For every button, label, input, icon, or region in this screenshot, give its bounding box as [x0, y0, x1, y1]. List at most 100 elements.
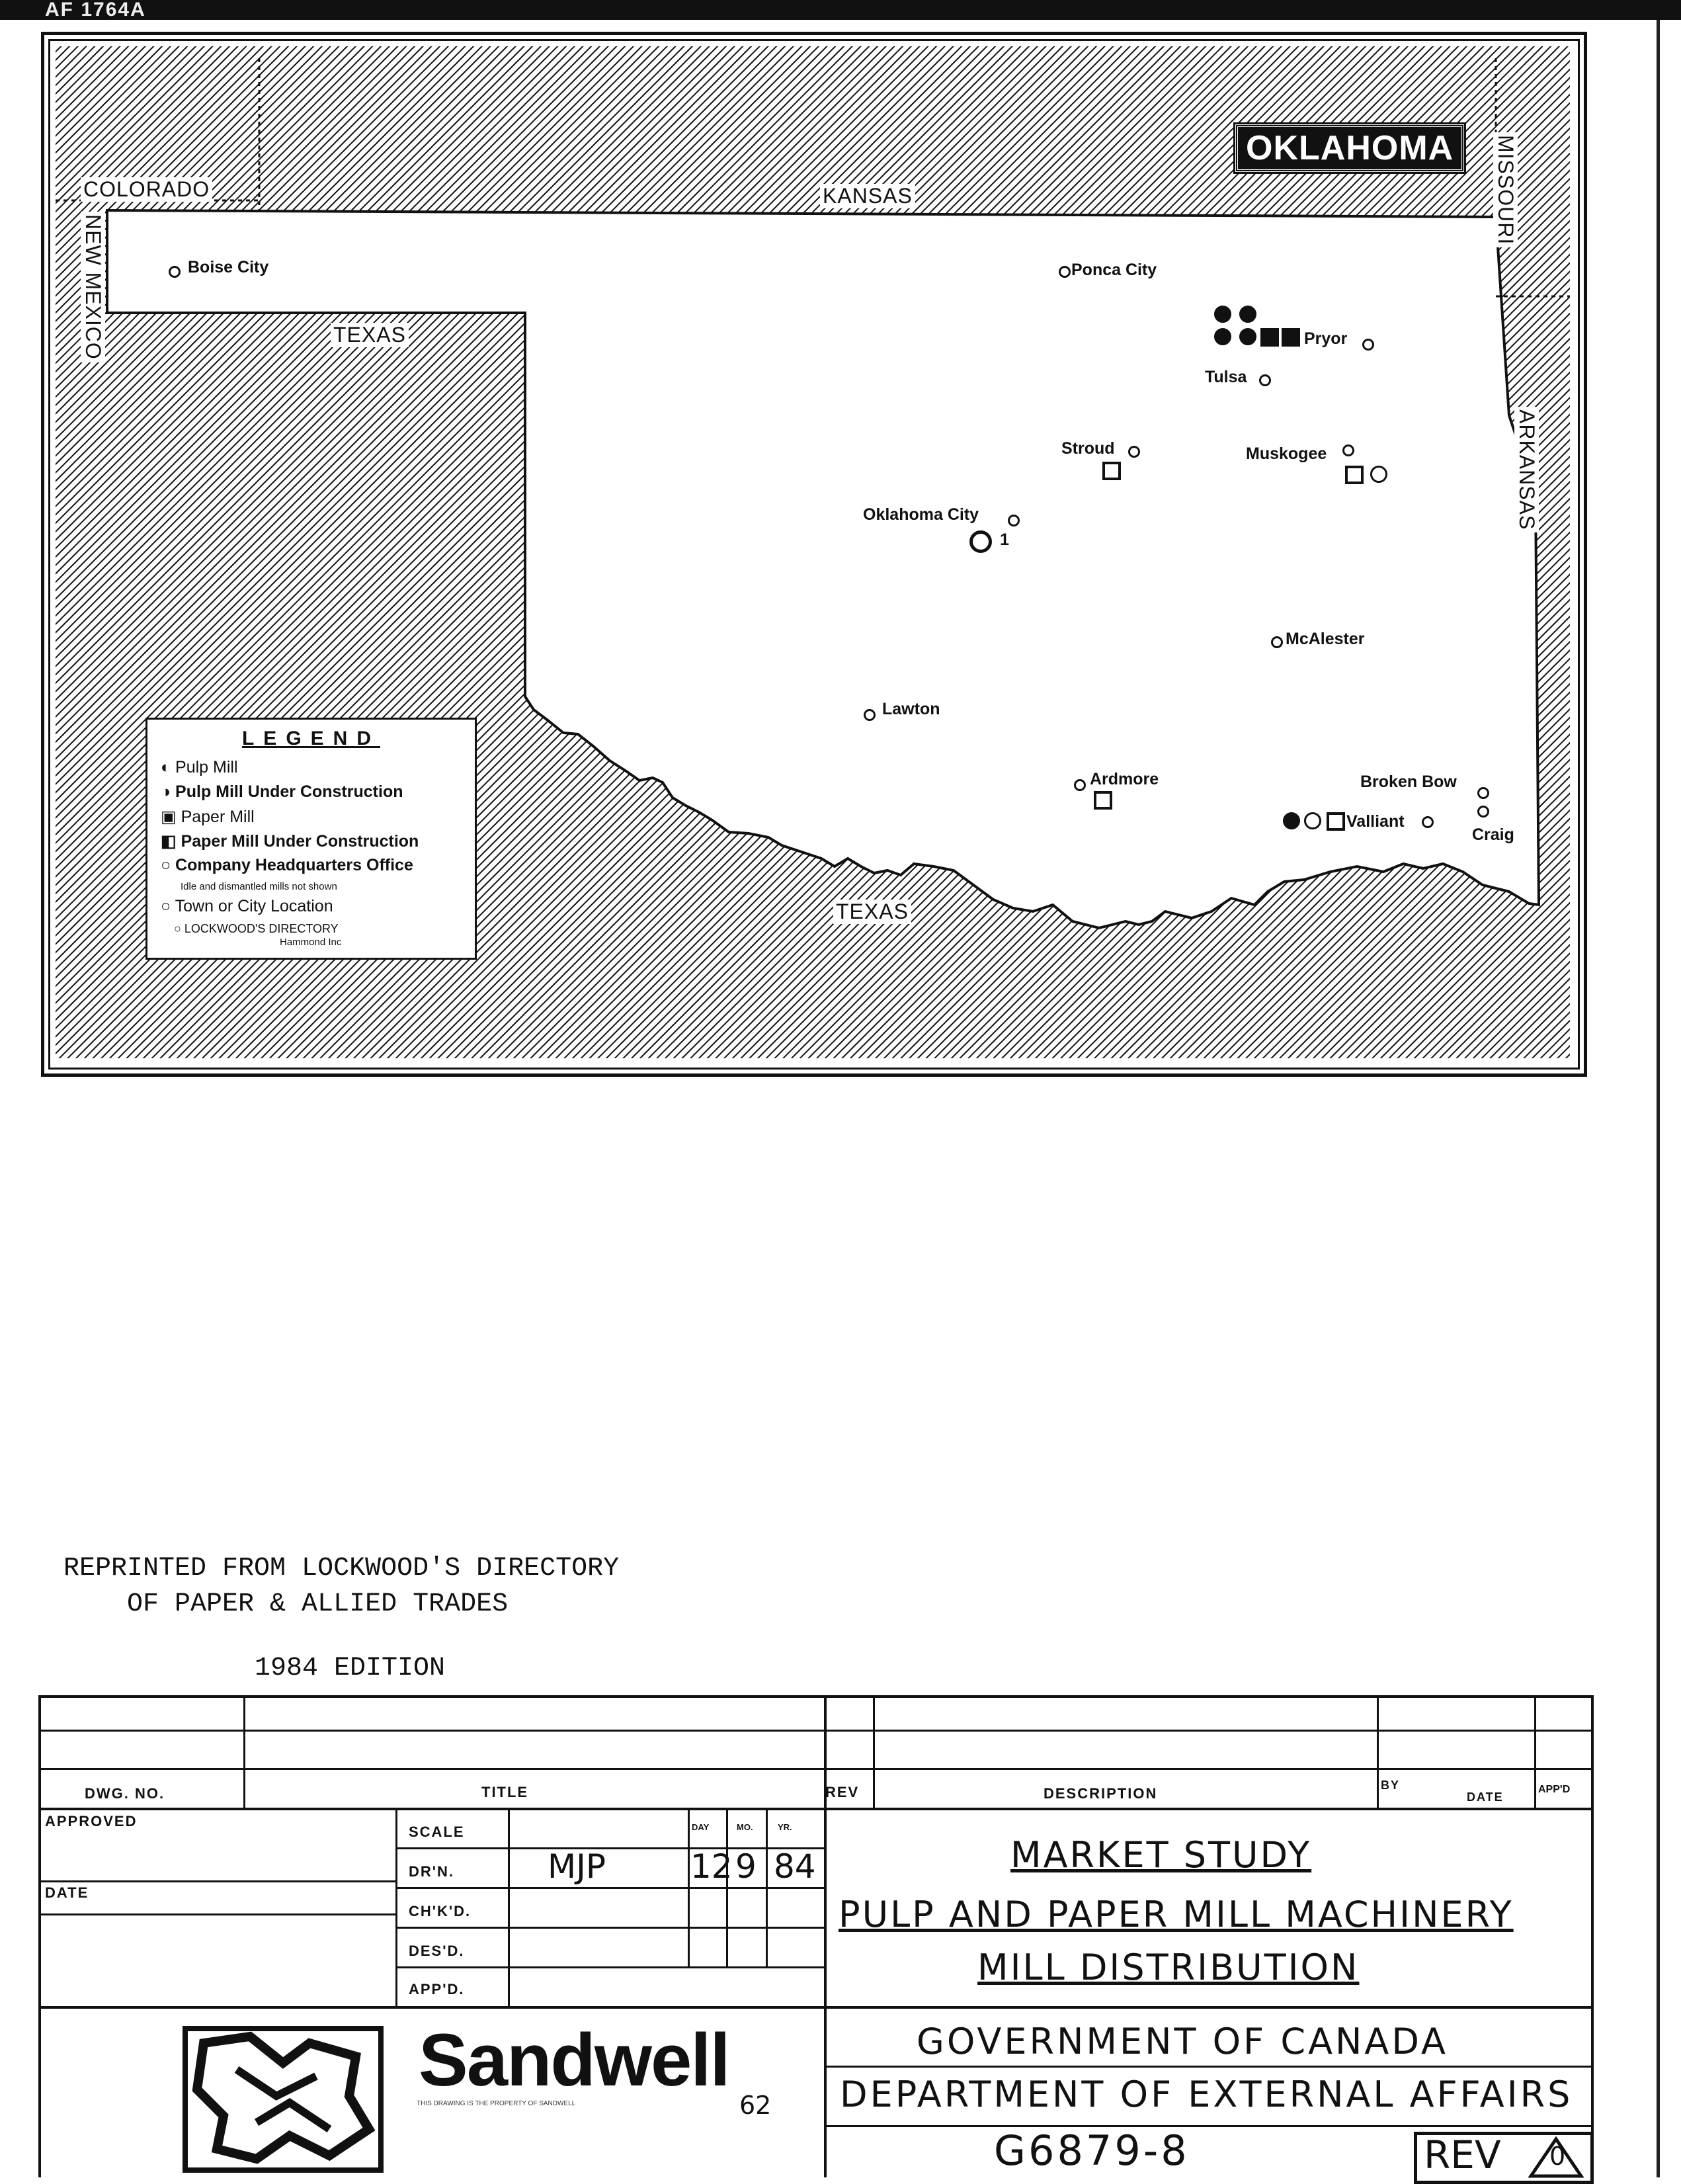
header-by: BY [1381, 1779, 1401, 1792]
sandwell-logo-icon [183, 2026, 384, 2173]
town-marker [1059, 266, 1071, 278]
paper-mill-marker [1094, 791, 1112, 810]
city-mcalester: McAlester [1286, 630, 1365, 648]
drawing-reference-id: AF 1764A [45, 0, 146, 21]
pulp-mill-marker [1304, 812, 1321, 829]
headquarters-office-marker [969, 530, 992, 553]
header-appd: APP'D [1538, 1784, 1571, 1795]
town-marker [1074, 779, 1086, 791]
page-number: 62 [739, 2091, 772, 2120]
state-label-missouri: MISSOURI [1493, 132, 1518, 248]
drawn-month: 9 [735, 1847, 757, 1886]
city-tulsa: Tulsa [1205, 368, 1247, 386]
city-craig: Craig [1472, 825, 1514, 844]
label-scale: SCALE [409, 1824, 465, 1840]
title-block: DWG. NO. TITLE REV DESCRIPTION BY DATE A… [38, 1695, 1594, 2184]
label-approved: APPROVED [45, 1813, 138, 1829]
city-pryor: Pryor [1304, 329, 1348, 348]
city-lawton: Lawton [882, 700, 940, 718]
paper-mill-marker [1282, 328, 1300, 347]
state-label-texas-south: TEXAS [833, 900, 911, 924]
town-marker [1342, 444, 1354, 456]
pulp-mill-marker [1239, 306, 1256, 323]
pulp-mill-marker [1283, 812, 1300, 829]
project-title-line-1: MARKET STUDY [1010, 1834, 1312, 1876]
label-drawn: DR'N. [409, 1863, 455, 1880]
state-label-colorado: COLORADO [81, 177, 213, 202]
paper-mill-marker [1260, 328, 1279, 347]
headquarters-count: 1 [1000, 530, 1009, 549]
company-name: Sandwell [419, 2019, 730, 2101]
town-marker [1008, 515, 1020, 526]
label-approved-by: APP'D. [409, 1981, 465, 1997]
town-marker [1271, 636, 1283, 648]
city-stroud: Stroud [1061, 439, 1115, 458]
pulp-mill-marker [1370, 466, 1387, 483]
city-broken-bow: Broken Bow [1360, 773, 1457, 791]
project-title-line-3: MILL DISTRIBUTION [977, 1947, 1360, 1988]
scan-right-edge [1657, 20, 1681, 2177]
town-marker [1362, 339, 1374, 351]
legend-note: Idle and dismantled mills not shown [181, 881, 337, 892]
drawn-by-initials: MJP [548, 1847, 606, 1886]
legend-item-pulp-mill-construction: ◑ Pulp Mill Under Construction [161, 782, 403, 801]
town-marker [1259, 374, 1271, 386]
drawing-number: G6879-8 [994, 2126, 1190, 2175]
pulp-mill-marker [1239, 328, 1256, 345]
state-label-new-mexico: NEW MEXICO [81, 212, 105, 362]
legend-item-headquarters: ○ Company Headquarters Office [161, 856, 413, 874]
header-date: DATE [1467, 1790, 1504, 1804]
map-frame [41, 32, 1587, 1077]
city-oklahoma-city: Oklahoma City [863, 505, 979, 524]
drawn-day: 12 [690, 1847, 733, 1886]
legend-item-paper-mill-construction: ◧ Paper Mill Under Construction [161, 832, 419, 851]
header-rev: REV [825, 1784, 860, 1800]
label-designed: DES'D. [409, 1943, 465, 1959]
town-marker [1477, 787, 1489, 799]
company-fine-print: THIS DRAWING IS THE PROPERTY OF SANDWELL [417, 2100, 576, 2107]
drawn-year: 84 [774, 1847, 816, 1886]
rev-value: 0 [1549, 2142, 1566, 2171]
label-date: DATE [45, 1884, 89, 1901]
paper-mill-marker [1102, 462, 1121, 480]
town-marker [1422, 816, 1434, 828]
scan-top-edge [0, 0, 1681, 20]
city-muskogee: Muskogee [1246, 444, 1327, 463]
state-label-arkansas: ARKANSAS [1514, 407, 1539, 533]
city-ardmore: Ardmore [1090, 770, 1159, 788]
revision-triangle-icon [1528, 2136, 1584, 2178]
town-marker [864, 709, 876, 721]
edition-label: 1984 EDITION [255, 1654, 446, 1683]
oklahoma-state-shape [106, 208, 1541, 930]
map-legend: LEGEND ◐ Pulp Mill ◑ Pulp Mill Under Con… [145, 718, 477, 960]
header-title: TITLE [481, 1784, 529, 1800]
town-marker [169, 266, 181, 278]
oklahoma-map [41, 32, 1588, 1077]
pulp-mill-marker [1214, 306, 1231, 323]
reprint-note: REPRINTED FROM LOCKWOOD'S DIRECTORY OF P… [63, 1554, 620, 1619]
header-dwg-no: DWG. NO. [85, 1785, 165, 1802]
legend-credit: Hammond Inc [280, 937, 342, 948]
label-day: DAY [692, 1822, 710, 1832]
client-line-2: DEPARTMENT OF EXTERNAL AFFAIRS [840, 2074, 1573, 2115]
legend-item-pulp-mill: ◐ Pulp Mill [161, 758, 238, 777]
header-description: DESCRIPTION [1044, 1785, 1158, 1802]
legend-source: ○ LOCKWOOD'S DIRECTORY [174, 922, 339, 935]
label-month: MO. [737, 1822, 753, 1832]
client-line-1: GOVERNMENT OF CANADA [917, 2021, 1448, 2062]
town-marker [1128, 446, 1140, 458]
pulp-mill-marker [1214, 328, 1231, 345]
paper-mill-marker [1345, 466, 1364, 484]
legend-item-town: ○ Town or City Location [161, 897, 333, 915]
map-title: OKLAHOMA [1233, 122, 1467, 174]
town-marker [1477, 806, 1489, 818]
revision-box: REV 0 [1414, 2132, 1594, 2184]
project-title-line-2: PULP AND PAPER MILL MACHINERY [839, 1894, 1514, 1935]
label-year: YR. [778, 1822, 792, 1832]
city-ponca-city: Ponca City [1071, 261, 1157, 279]
city-valliant: Valliant [1346, 812, 1405, 831]
state-label-kansas: KANSAS [820, 184, 915, 208]
legend-title: LEGEND [241, 728, 380, 749]
state-label-texas-panhandle: TEXAS [331, 323, 409, 347]
label-checked: CH'K'D. [409, 1903, 472, 1919]
